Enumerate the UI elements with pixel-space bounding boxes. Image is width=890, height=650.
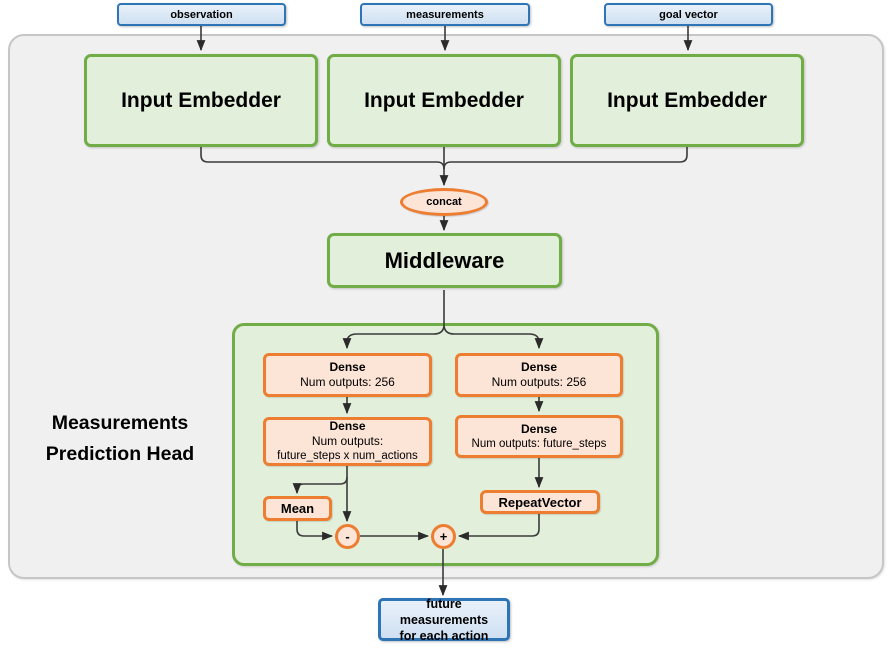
mean-label: Mean xyxy=(280,501,315,516)
prediction-head-title: Measurements Prediction Head xyxy=(15,408,225,470)
mean-box: Mean xyxy=(263,496,332,521)
dense-detail-2: future_steps x num_actions xyxy=(277,450,418,462)
input-box-measurements: measurements xyxy=(360,3,530,26)
title-line-2: Prediction Head xyxy=(45,443,195,465)
repeat-vector-box: RepeatVector xyxy=(480,490,600,514)
repeat-vector-label: RepeatVector xyxy=(498,494,582,510)
dense-name: Dense xyxy=(520,421,558,436)
input-label: goal vector xyxy=(659,8,718,21)
dense-box-right-1: Dense Num outputs: 256 xyxy=(455,353,623,397)
dense-name: Dense xyxy=(329,360,366,374)
dense-name: Dense xyxy=(520,360,558,374)
dense-name: Dense xyxy=(329,419,366,433)
embedder-label: Input Embedder xyxy=(121,88,281,112)
input-embedder-2: Input Embedder xyxy=(327,54,561,147)
dense-detail: Num outputs: 256 xyxy=(491,375,587,389)
middleware-box: Middleware xyxy=(327,233,562,288)
input-box-observation: observation xyxy=(117,3,286,26)
output-line-2: for each action xyxy=(399,628,489,643)
concat-node: concat xyxy=(400,188,488,216)
plus-label: + xyxy=(439,529,448,544)
input-label: measurements xyxy=(406,8,484,21)
middleware-label: Middleware xyxy=(384,247,505,273)
dense-detail: Num outputs: future_steps xyxy=(471,437,607,450)
dense-box-left-2: Dense Num outputs: future_steps x num_ac… xyxy=(263,417,432,466)
input-embedder-3: Input Embedder xyxy=(570,54,804,147)
dense-box-left-1: Dense Num outputs: 256 xyxy=(263,353,432,397)
dense-detail: Num outputs: xyxy=(311,434,384,448)
output-box: future measurements for each action xyxy=(378,596,510,643)
input-embedder-1: Input Embedder xyxy=(84,54,318,147)
title-line-1: Measurements xyxy=(51,412,189,434)
input-box-goal-vector: goal vector xyxy=(604,3,773,26)
input-label: observation xyxy=(170,8,233,21)
concat-label: concat xyxy=(426,196,462,208)
plus-operator: + xyxy=(431,524,456,549)
embedder-label: Input Embedder xyxy=(364,88,524,112)
dense-box-right-2: Dense Num outputs: future_steps xyxy=(455,415,623,458)
dense-detail: Num outputs: 256 xyxy=(300,375,395,389)
minus-label: - xyxy=(345,529,350,544)
minus-operator: - xyxy=(335,524,360,549)
embedder-label: Input Embedder xyxy=(607,88,767,112)
output-line-1: future measurements xyxy=(399,596,489,627)
